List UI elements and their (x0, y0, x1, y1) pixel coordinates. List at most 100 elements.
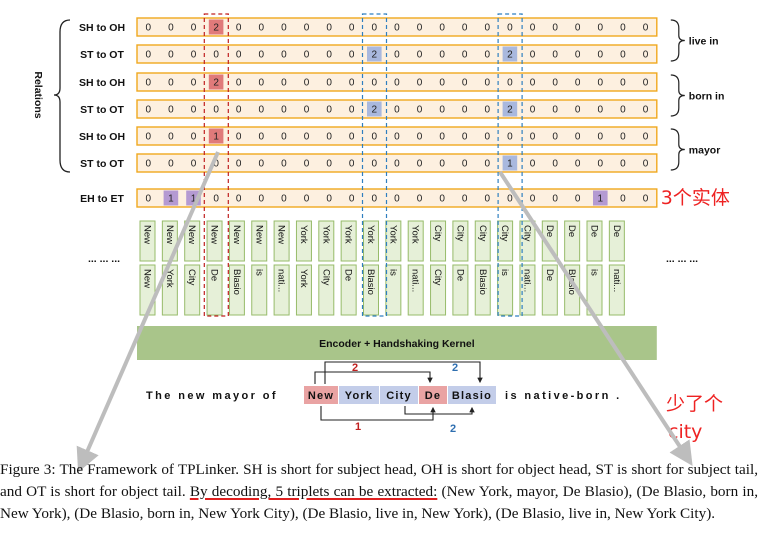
tag-cell: 0 (530, 50, 536, 61)
tag-cell: 0 (552, 50, 558, 61)
tag-cell: 0 (598, 159, 604, 170)
tag-cell: 0 (530, 159, 536, 170)
pair-top-box (430, 220, 447, 262)
tag-cell: 0 (462, 23, 468, 34)
pair-token-bottom: Blasio (231, 269, 242, 295)
tag-cell: 0 (236, 105, 242, 116)
eh-row-bg (136, 188, 658, 208)
tag-cell-highlight (502, 46, 518, 62)
tag-cell: 0 (281, 132, 287, 143)
tag-cell: 0 (439, 159, 445, 170)
tag-cell: 0 (259, 78, 265, 89)
relation-brace (670, 19, 685, 62)
tag-cell: 0 (394, 23, 400, 34)
tag-cell-highlight (502, 155, 518, 171)
pair-token-top: City (454, 225, 465, 242)
tag-cell: 2 (372, 105, 378, 116)
caption-text: Figure 3: The Framework of TPLinker. SH … (0, 461, 758, 500)
tag-cell: 0 (485, 159, 491, 170)
pair-bottom-box (407, 264, 424, 316)
eh-cell: 0 (620, 194, 626, 205)
pair-token-top: New (164, 225, 175, 244)
pair-token-bottom: City (186, 269, 197, 286)
relation-name: mayor (689, 145, 721, 157)
pair-token-bottom: nati... (521, 269, 532, 292)
sentence-token: York (345, 390, 373, 402)
tag-cell: 1 (507, 159, 513, 170)
tag-cell: 0 (462, 132, 468, 143)
pair-top-box (608, 220, 625, 262)
relation-brace (670, 128, 685, 171)
tag-cell: 0 (620, 105, 626, 116)
tag-row-bg (136, 99, 658, 119)
pair-top-box (586, 220, 603, 262)
tag-cell: 2 (507, 105, 513, 116)
eh-cell: 0 (349, 194, 355, 205)
eh-cell: 0 (372, 194, 378, 205)
relations-label: Relations (32, 71, 44, 118)
tag-cell: 2 (372, 50, 378, 61)
tag-cell: 0 (326, 132, 332, 143)
tag-cell: 0 (146, 132, 152, 143)
pair-token-top: New (142, 225, 153, 244)
tag-cell: 0 (462, 105, 468, 116)
pair-token-bottom: City (432, 269, 443, 286)
sentence-token: New (308, 390, 334, 402)
ellipsis-left: ... ... ... (88, 253, 120, 265)
pair-top-box (295, 220, 312, 262)
pair-token-top: York (387, 225, 398, 244)
tag-cell: 0 (168, 105, 174, 116)
row-label: SH to OH (79, 22, 125, 34)
tag-cell: 0 (168, 159, 174, 170)
tag-cell: 0 (168, 23, 174, 34)
tag-cell: 0 (439, 23, 445, 34)
tag-cell: 0 (213, 50, 219, 61)
pair-bottom-box (228, 264, 245, 316)
tag-cell: 0 (259, 50, 265, 61)
pair-top-box (184, 220, 201, 262)
caption-triplets: (New York, mayor, De Blasio), (De Blasio… (0, 483, 758, 522)
relations-bracket (53, 19, 71, 173)
encoder-box (137, 326, 657, 360)
pair-bottom-box (608, 264, 625, 316)
eh-cell: 0 (259, 194, 265, 205)
pair-top-box (139, 220, 156, 262)
dashed-column-city-blasio (497, 13, 523, 317)
link-num-red-bottom: 1 (355, 421, 361, 433)
tag-cell: 0 (575, 78, 581, 89)
tag-cell: 0 (394, 50, 400, 61)
pair-bottom-box (318, 264, 335, 316)
tag-cell: 0 (191, 105, 197, 116)
sentence-token: City (386, 390, 412, 402)
tag-cell: 0 (575, 159, 581, 170)
pair-top-box (385, 220, 402, 262)
tag-cell: 0 (326, 105, 332, 116)
missing-note-line1: 少了个 (666, 393, 723, 415)
caption-underlined: By decoding, 5 triplets can be extracted… (189, 483, 438, 500)
tag-cell: 0 (349, 159, 355, 170)
sentence-token-bg (448, 386, 496, 404)
tag-cell: 0 (213, 105, 219, 116)
pair-token-top: New (209, 225, 220, 244)
pair-token-top: De (566, 225, 577, 237)
gray-arrow-right (498, 170, 693, 467)
pair-bottom-box (474, 264, 491, 316)
tag-cell-highlight (502, 101, 518, 117)
tag-cell: 0 (394, 159, 400, 170)
tag-cell: 0 (530, 78, 536, 89)
pair-token-top: City (477, 225, 488, 242)
pair-token-bottom: De (343, 269, 354, 281)
relation-name: born in (689, 91, 725, 103)
tag-cell: 0 (417, 159, 423, 170)
tag-cell: 0 (643, 159, 649, 170)
pair-bottom-box (430, 264, 447, 316)
tag-cell: 0 (191, 159, 197, 170)
pair-token-bottom: is (499, 269, 510, 276)
pair-top-box (340, 220, 357, 262)
pair-bottom-box (452, 264, 469, 316)
link-num-red-top: 2 (352, 362, 358, 374)
tag-row-bg (136, 72, 658, 92)
gray-arrow-left (76, 151, 220, 473)
pair-top-box (273, 220, 290, 262)
pair-token-top: York (320, 225, 331, 244)
